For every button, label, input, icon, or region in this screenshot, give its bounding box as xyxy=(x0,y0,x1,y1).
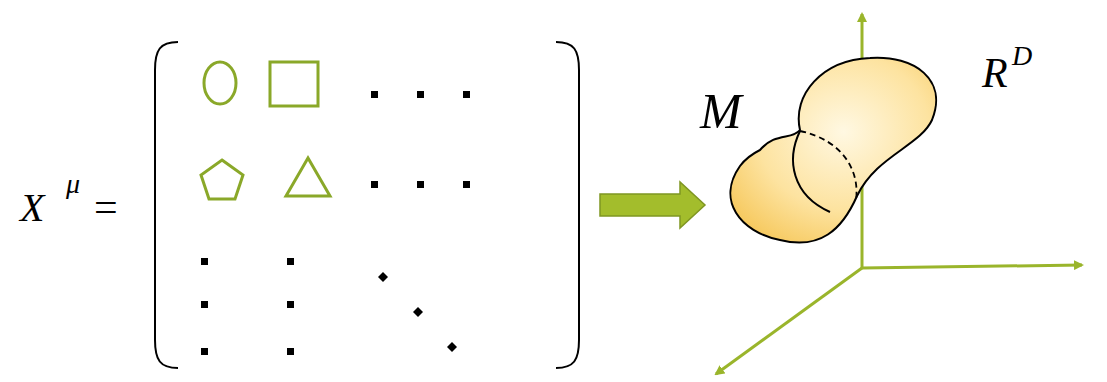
mapping-arrow xyxy=(600,182,705,228)
pentagon-symbol xyxy=(201,160,243,199)
coordinate-axes xyxy=(716,14,1082,374)
space-label: R xyxy=(982,52,1008,94)
ellipsis-dots xyxy=(201,91,470,355)
manifold-shape xyxy=(730,58,936,243)
matrix-bracket xyxy=(155,42,178,368)
superscript-dimension: D xyxy=(1012,42,1032,70)
manifold-label: M xyxy=(700,86,742,136)
square-symbol xyxy=(270,62,318,106)
matrix-bracket xyxy=(556,42,579,368)
circle-symbol xyxy=(204,62,236,104)
equals-sign: = xyxy=(94,186,118,228)
matrix-symbol: X xyxy=(20,188,44,228)
superscript-index: μ xyxy=(66,170,80,198)
manifold-rim xyxy=(793,131,830,212)
manifold-hidden-rim xyxy=(800,131,857,200)
triangle-symbol xyxy=(286,158,330,196)
